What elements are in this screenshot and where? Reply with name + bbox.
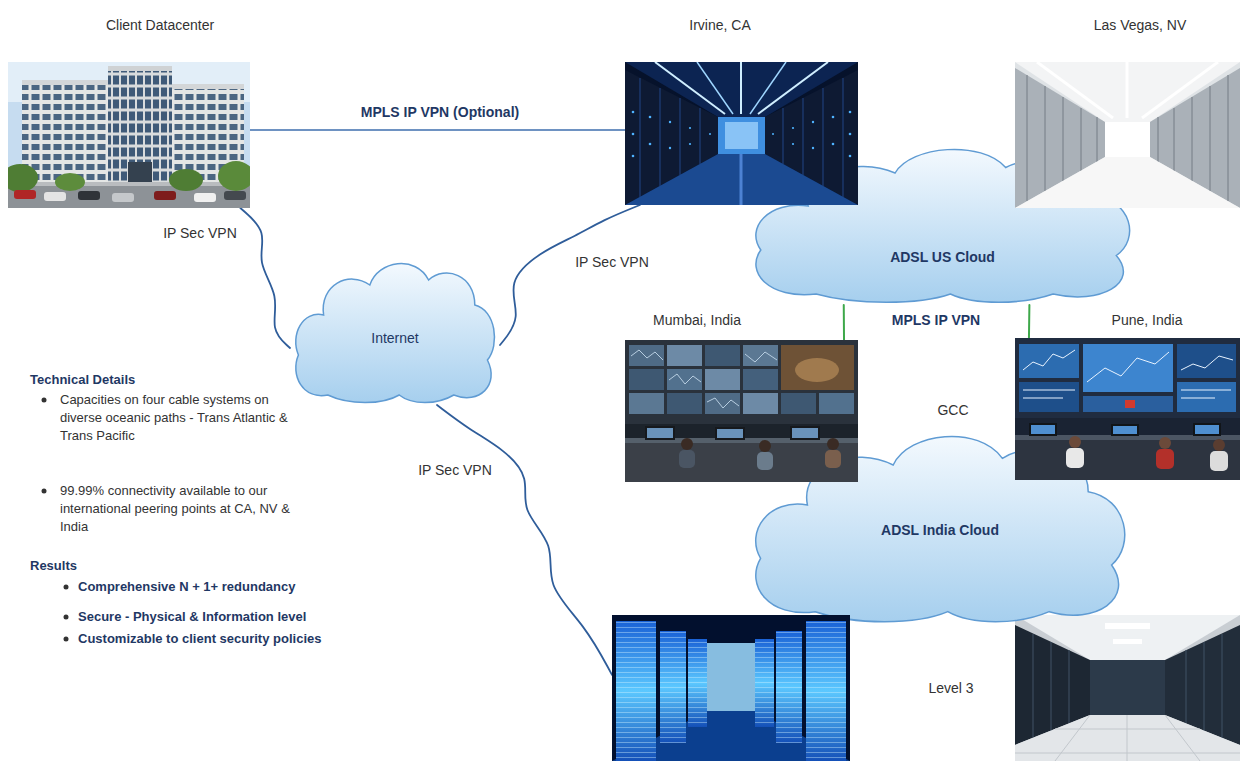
cloud-label: ADSL US Cloud xyxy=(890,248,995,266)
network-link xyxy=(437,405,612,675)
cloud-shape xyxy=(756,149,1130,302)
link-label: IP Sec VPN xyxy=(415,461,495,479)
text-holder: Mumbai, India xyxy=(653,311,741,329)
text-holder: Pune, India xyxy=(1112,311,1183,329)
diagram-label: GCC xyxy=(937,401,968,419)
datacenter-photo xyxy=(625,62,858,205)
site-photo: Mumbai, India xyxy=(625,340,858,482)
label-holder: Secure - Physical & Information level xyxy=(78,608,306,626)
network-link xyxy=(500,205,640,345)
datacenter-photo xyxy=(2,62,254,208)
site-heading: Mumbai, India xyxy=(653,311,741,329)
text-holder: Irvine, CA xyxy=(689,16,750,34)
diagram-label: Level 3 xyxy=(928,679,973,697)
cloud-shape xyxy=(296,264,495,403)
site-photo: Pune, India xyxy=(1015,338,1240,480)
cloud-label: Internet xyxy=(371,329,418,347)
link-label: IP Sec VPN xyxy=(572,253,652,271)
label-holder: IP Sec VPN xyxy=(160,224,240,242)
cloud-label: ADSL India Cloud xyxy=(881,521,999,539)
bullet-dot xyxy=(64,615,69,620)
note-text: Customizable to client security policies xyxy=(78,630,321,648)
label-holder: IP Sec VPN xyxy=(572,253,652,271)
label-holder: MPLS IP VPN (Optional) xyxy=(358,103,522,121)
text-holder: ADSL India Cloud xyxy=(745,521,1135,539)
datacenter-photo xyxy=(1015,62,1240,208)
text-holder: Las Vegas, NV xyxy=(1094,16,1187,34)
note-text: Secure - Physical & Information level xyxy=(78,608,306,626)
site-photo: Client Datacenter xyxy=(8,62,250,208)
text-holder: ADSL US Cloud xyxy=(745,248,1140,266)
network-link xyxy=(240,208,290,348)
label-holder: Capacities on four cable systems on dive… xyxy=(60,391,295,445)
bullet-dot xyxy=(64,637,69,642)
photo-image xyxy=(612,615,850,761)
section-heading: Results xyxy=(30,558,77,574)
label-holder: GCC xyxy=(937,401,968,419)
photo-image xyxy=(625,62,858,205)
datacenter-photo xyxy=(1015,338,1240,480)
network-cloud: Internet xyxy=(290,255,500,405)
note-text: Capacities on four cable systems on dive… xyxy=(60,391,295,445)
bullet-dot xyxy=(42,489,47,494)
label-holder: Technical Details xyxy=(30,372,135,388)
site-heading: Las Vegas, NV xyxy=(1094,16,1187,34)
label-holder: Customizable to client security policies xyxy=(78,630,321,648)
section-heading: Technical Details xyxy=(30,372,135,388)
site-photo: Las Vegas, NV xyxy=(1015,62,1240,208)
photo-image xyxy=(8,62,250,208)
label-holder: Comprehensive N + 1+ redundancy xyxy=(78,578,295,596)
diagram-label: MPLS IP VPN xyxy=(892,311,980,329)
site-heading: Pune, India xyxy=(1112,311,1183,329)
site-photo: Irvine, CA xyxy=(625,62,858,205)
datacenter-photo xyxy=(612,615,850,761)
site-heading: Client Datacenter xyxy=(106,16,214,34)
label-holder: IP Sec VPN xyxy=(415,461,495,479)
network-link xyxy=(1028,305,1030,338)
cloud-shape xyxy=(756,436,1125,621)
site-photo xyxy=(612,615,850,761)
note-text: 99.99% connectivity available to our int… xyxy=(60,482,295,536)
label-holder: Level 3 xyxy=(928,679,973,697)
bullet-dot xyxy=(64,585,69,590)
bullet-dot xyxy=(42,398,47,403)
network-link xyxy=(250,129,625,131)
photo-image xyxy=(1015,338,1240,480)
label-holder: 99.99% connectivity available to our int… xyxy=(60,482,295,536)
datacenter-photo xyxy=(1015,615,1240,761)
label-holder: Results xyxy=(30,558,77,574)
label-holder: MPLS IP VPN xyxy=(892,311,980,329)
link-label: MPLS IP VPN (Optional) xyxy=(358,103,522,121)
network-link xyxy=(843,305,845,340)
text-holder: Internet xyxy=(290,329,500,347)
photo-image xyxy=(625,340,858,482)
photo-image xyxy=(1015,62,1240,208)
datacenter-photo xyxy=(625,340,858,482)
note-text: Comprehensive N + 1+ redundancy xyxy=(78,578,295,596)
text-holder: Client Datacenter xyxy=(106,16,214,34)
site-heading: Irvine, CA xyxy=(689,16,750,34)
link-label: IP Sec VPN xyxy=(160,224,240,242)
